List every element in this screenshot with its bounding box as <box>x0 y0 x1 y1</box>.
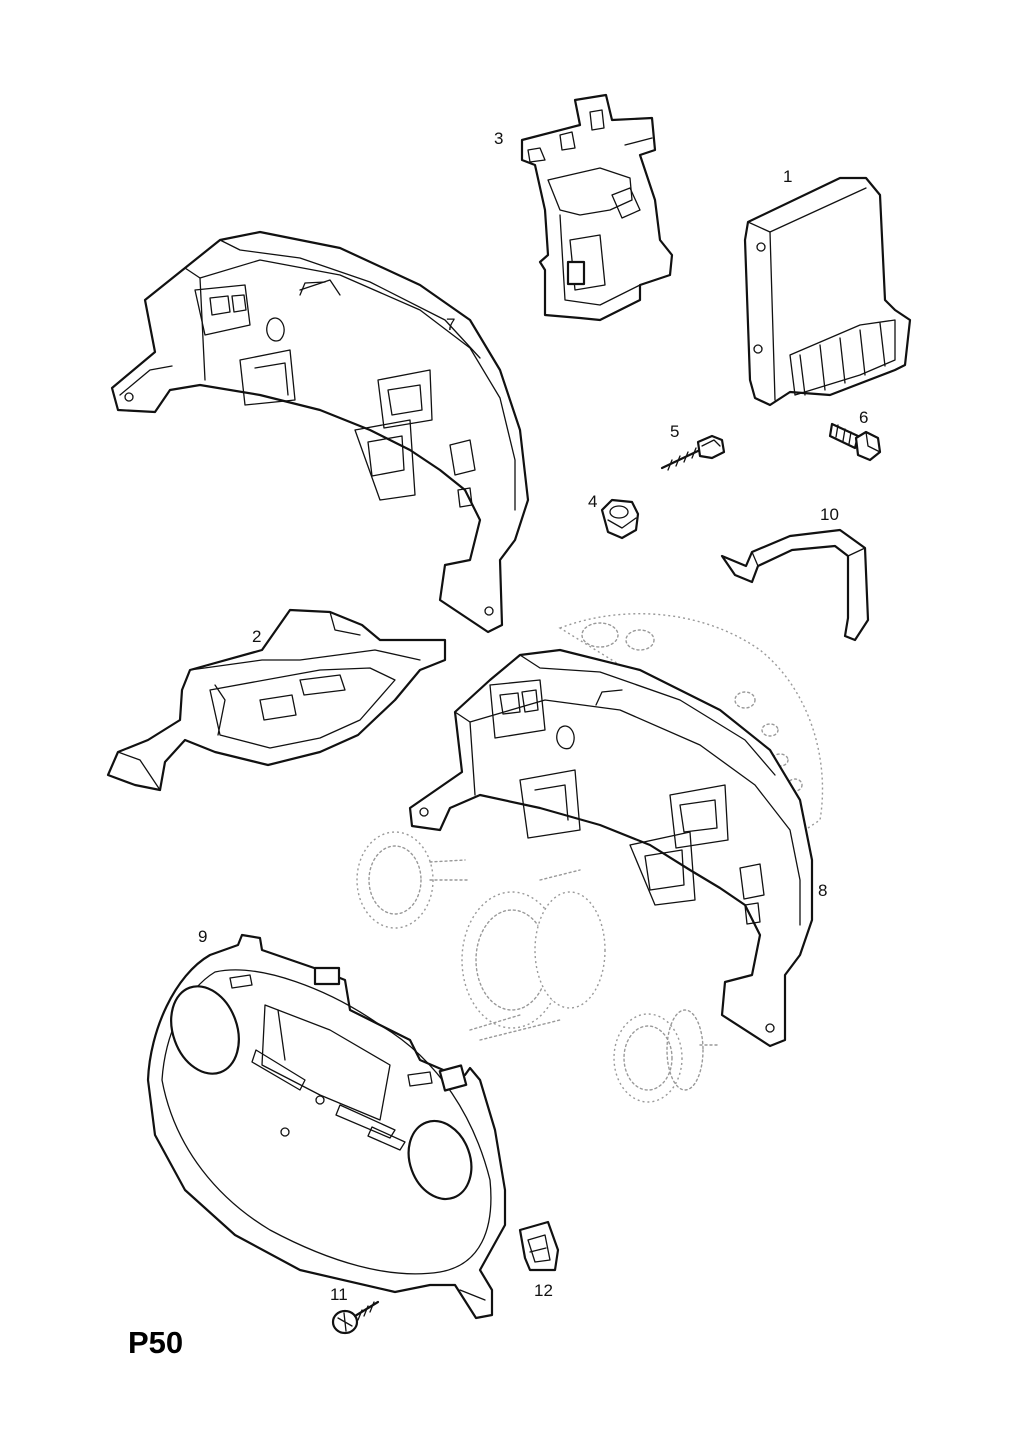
callout-8: 8 <box>818 881 828 900</box>
part-3-mounting-bracket <box>520 93 674 322</box>
callout-3: 3 <box>494 129 504 148</box>
part-8-instrument-housing <box>408 648 814 1048</box>
callout-1: 1 <box>783 167 793 186</box>
part-4-nut <box>600 498 640 540</box>
callout-11: 11 <box>330 1285 348 1304</box>
part-10-wire-bracket <box>720 528 870 642</box>
part-7-instrument-housing <box>110 230 530 634</box>
part-5-screw <box>660 434 726 471</box>
callout-9: 9 <box>198 927 208 946</box>
callout-12: 12 <box>534 1281 553 1300</box>
part-1-control-module <box>743 176 912 407</box>
part-12-clip <box>518 1220 560 1272</box>
part-11-screw <box>331 1300 380 1335</box>
callout-2: 2 <box>252 627 262 646</box>
ghost-gauges <box>356 831 721 1103</box>
part-6-bolt <box>828 422 882 462</box>
part-2-lower-support <box>106 608 447 792</box>
page-code-label: P50 <box>128 1325 184 1360</box>
callout-7: 7 <box>446 315 456 334</box>
callout-4: 4 <box>588 492 598 511</box>
callout-10: 10 <box>820 505 839 524</box>
callout-6: 6 <box>859 408 869 427</box>
part-9-bezel <box>146 933 507 1320</box>
callout-5: 5 <box>670 422 680 441</box>
